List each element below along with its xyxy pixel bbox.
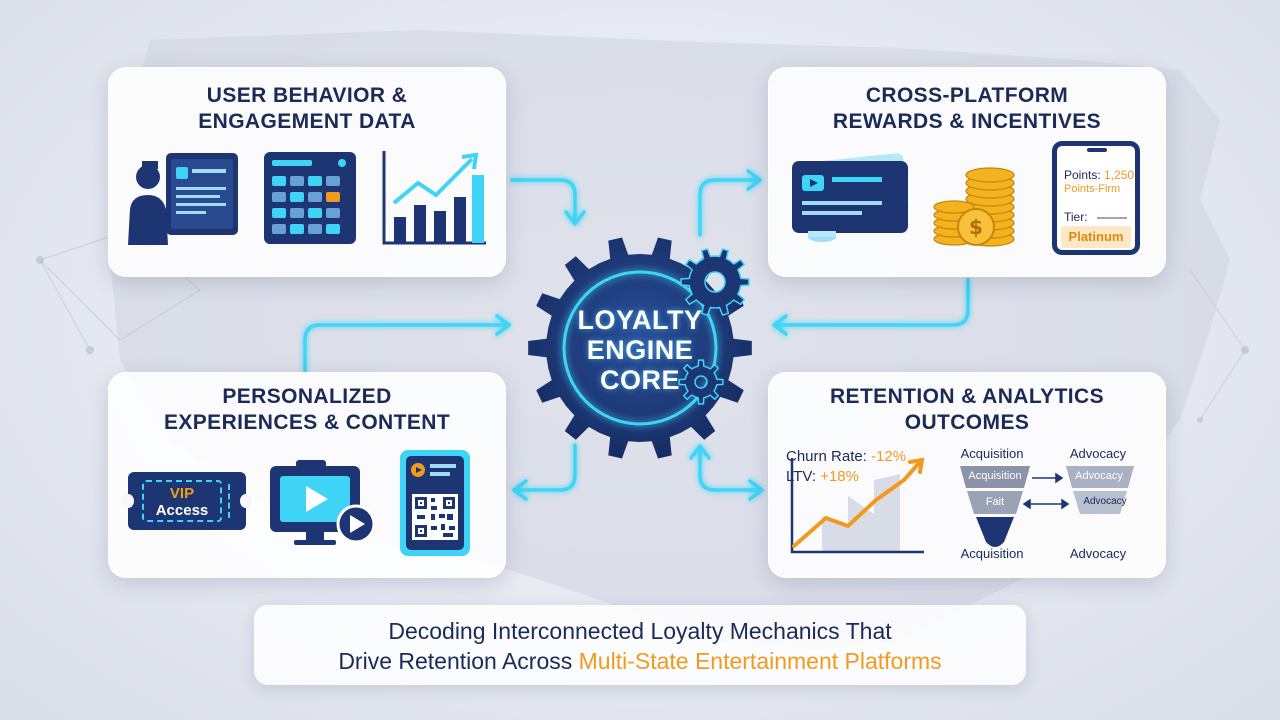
phone-points-sub: Points-Firm bbox=[1064, 183, 1121, 195]
funnel-row2-left: Fait bbox=[985, 496, 1005, 508]
coin-stack-icon: $ bbox=[933, 167, 1015, 247]
retention-trend-chart bbox=[790, 457, 925, 554]
loyalty-engine-gear bbox=[528, 237, 752, 459]
ltv-metric: LTV: +18% bbox=[786, 468, 859, 485]
qr-ticket-icon bbox=[400, 450, 470, 556]
panel-user-behavior: User Behavior & Engagement Data bbox=[108, 67, 506, 277]
funnel-row1-left: Acquisition bbox=[968, 470, 1022, 482]
funnel-footer-left: Acquisition bbox=[960, 546, 1024, 561]
phone-tier-badge: Platinum bbox=[1061, 226, 1131, 248]
vip-ticket: VIP Access bbox=[122, 472, 252, 530]
video-player-icon bbox=[270, 460, 376, 545]
panel-title-retention: Retention & Analytics Outcomes bbox=[829, 385, 1105, 434]
funnel-row1-right: Advocacy bbox=[1075, 470, 1123, 482]
vip-ticket-label: VIP Access bbox=[142, 480, 222, 522]
ticket-notch-left bbox=[122, 494, 134, 508]
caption-line-1: Decoding Interconnected Loyalty Mechanic… bbox=[388, 618, 892, 644]
phone-tier-label: Tier: bbox=[1064, 210, 1088, 224]
funnel-footer-right: Advocacy bbox=[1069, 546, 1127, 561]
phone-rewards-screen: Points: 1,250 Points-Firm Tier: Platinum bbox=[1052, 141, 1140, 255]
panel-personalized: Personalized Experiences & Content VIP A… bbox=[108, 372, 506, 578]
panel-title-personalized: Personalized Experiences & Content bbox=[163, 385, 451, 434]
gear-small-bottom-shape bbox=[678, 359, 724, 405]
phone-notch bbox=[1087, 148, 1107, 152]
phone-divider bbox=[1097, 217, 1127, 219]
caption-line-2: Drive Retention Across Multi-State Enter… bbox=[338, 648, 942, 674]
funnel-header-left: Acquisition bbox=[960, 446, 1024, 461]
churn-rate-metric: Churn Rate: -12% bbox=[786, 448, 907, 465]
analyst-dashboard-icon bbox=[128, 153, 238, 245]
funnel-diagram bbox=[960, 466, 1134, 547]
svg-text:$: $ bbox=[969, 215, 983, 239]
phone-points-row: Points: 1,250 bbox=[1064, 168, 1135, 182]
panel-retention: Retention & Analytics Outcomes Churn Rat… bbox=[768, 372, 1166, 578]
reward-card-icon bbox=[792, 153, 909, 242]
ticket-perforation bbox=[228, 484, 231, 518]
core-label: Loyalty Engine Core bbox=[577, 305, 703, 395]
panel-title-user-behavior: User Behavior & Engagement Data bbox=[198, 84, 416, 133]
panel-rewards: Cross-Platform Rewards & Incentives $ Po… bbox=[768, 67, 1166, 277]
panel-title-rewards: Cross-Platform Rewards & Incentives bbox=[832, 84, 1102, 133]
ticket-notch-right bbox=[240, 494, 252, 508]
funnel-header-right: Advocacy bbox=[1069, 446, 1127, 461]
caption-banner: Decoding Interconnected Loyalty Mechanic… bbox=[254, 605, 1026, 685]
gear-small-top-shape bbox=[680, 247, 750, 317]
keypad-dashboard-icon bbox=[264, 152, 356, 244]
funnel-row2-right: Advocacy bbox=[1083, 496, 1127, 507]
growth-chart-icon bbox=[382, 151, 486, 245]
